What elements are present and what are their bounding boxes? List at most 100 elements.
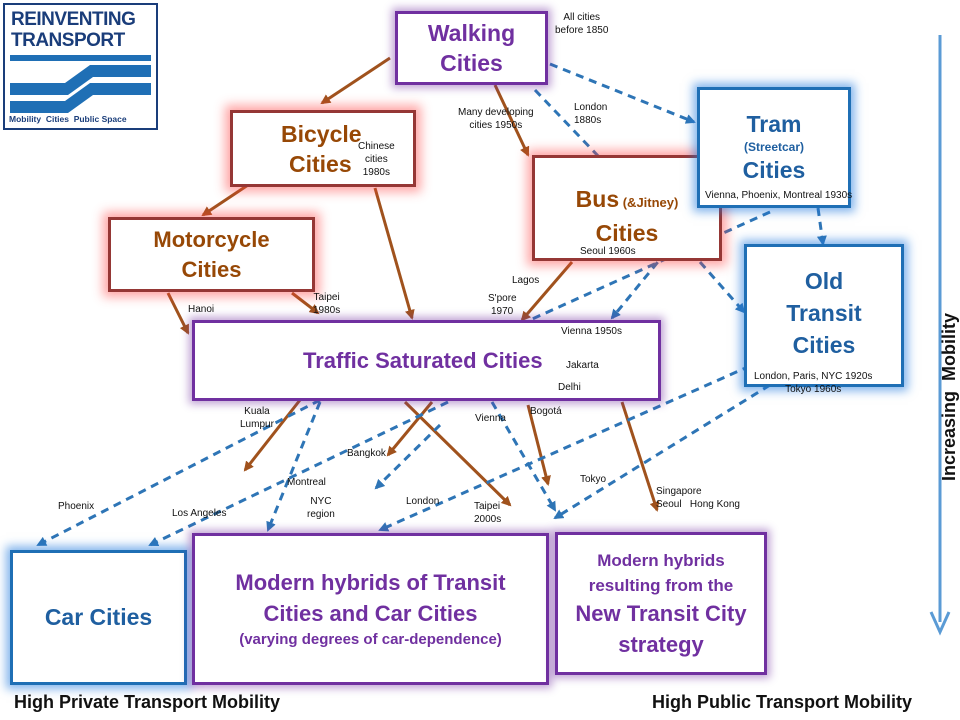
arrow-traffic-car-la <box>148 400 449 547</box>
traffic-title: Traffic Saturated Cities <box>303 347 543 373</box>
walking-line2: Cities <box>440 50 503 76</box>
label-developing-cities: Many developing cities 1950s <box>458 106 534 132</box>
new-transit-line3: New Transit City <box>575 600 747 626</box>
arrow-traffic-hybrid-london <box>374 423 442 490</box>
walking-line1: Walking <box>427 20 516 46</box>
arrow-traffic-hybrid-bangkok <box>386 401 434 457</box>
arrow-old-transit-new <box>553 383 771 520</box>
logo-tagline: Mobility Cities Public Space <box>9 114 127 124</box>
arrow-traffic-hybrid-taipei <box>403 400 512 507</box>
arrow-motorcycle-traffic <box>166 292 190 335</box>
label-nyc-1: NYC <box>310 496 332 507</box>
label-spore-2: 1970 <box>491 306 514 317</box>
bus-cities-box: Bus (&Jitney) Cities <box>532 155 722 261</box>
arrow-tram-old-transit <box>816 207 827 246</box>
label-delhi: Delhi <box>558 382 581 393</box>
label-all-cities-1: All cities <box>563 12 601 23</box>
bicycle-line2: Cities <box>289 150 352 177</box>
arrow-traffic-car-phoenix <box>36 398 321 547</box>
label-all-cities-2: before 1850 <box>555 25 609 36</box>
arrow-traffic-hybrid-montreal <box>266 401 322 532</box>
motorcycle-cities-box: Motorcycle Cities <box>108 217 315 292</box>
arrow-tram-traffic-2 <box>529 210 771 322</box>
arrow-bicycle-traffic <box>373 187 415 320</box>
new-transit-city-box: Modern hybrids resulting from the New Tr… <box>555 532 767 675</box>
arrow-walking-tram <box>549 62 696 124</box>
label-montreal: Montreal <box>287 477 326 488</box>
old-transit-line3: Cities <box>792 332 856 358</box>
increasing-mobility-text-value: Increasing Mobility <box>939 312 959 482</box>
hybrid-line2: Cities and Car Cities <box>263 601 478 626</box>
arrow-old-transit-hybrid <box>378 364 751 532</box>
label-kuala-lumpur: Kuala Lumpur <box>240 405 274 431</box>
old-transit-cities-box: Old Transit Cities <box>744 244 904 387</box>
label-singapore-1: Singapore <box>656 486 702 497</box>
hybrid-line3: (varying degrees of car-dependence) <box>239 631 502 648</box>
label-bogota: Bogotá <box>530 406 562 417</box>
label-old-transit-2: Tokyo 1960s <box>785 384 842 395</box>
hybrid-line1: Modern hybrids of Transit <box>235 570 506 595</box>
label-phoenix: Phoenix <box>58 501 95 512</box>
label-spore: S'pore 1970 <box>488 292 517 318</box>
arrow-bicycle-motorcycle <box>201 183 249 217</box>
arrow-motorcycle-traffic-2 <box>291 291 320 315</box>
label-old-transit: London, Paris, NYC 1920s Tokyo 1960s <box>754 370 872 396</box>
arrow-traffic-car-kl <box>243 399 302 472</box>
label-singapore: Singapore Seoul Hong Kong <box>656 485 740 511</box>
new-transit-line1: Modern hybrids <box>597 550 725 570</box>
label-taipei-2000s: Taipei 2000s <box>474 500 501 526</box>
arrow-traffic-new-vienna <box>490 401 557 512</box>
bicycle-line1: Bicycle <box>281 120 362 147</box>
label-kuala-1: Kuala <box>244 406 270 417</box>
arrow-bus-traffic <box>520 261 574 322</box>
high-private-mobility-label: High Private Transport Mobility <box>14 692 281 712</box>
label-all-cities: All cities before 1850 <box>555 11 608 37</box>
label-chinese-2: cities <box>364 154 388 165</box>
bicycle-cities-box: Bicycle Cities <box>230 110 416 187</box>
label-developing-1: Many developing <box>458 107 534 118</box>
label-seoul: Seoul 1960s <box>580 246 636 257</box>
tram-line2: (Streetcar) <box>743 140 805 154</box>
traffic-saturated-cities-box: Traffic Saturated Cities <box>192 320 661 401</box>
high-public-mobility-label: High Public Transport Mobility <box>652 692 913 712</box>
car-cities-box: Car Cities <box>10 550 187 685</box>
label-vienna-1950s: Vienna 1950s <box>561 326 622 337</box>
new-transit-line4: strategy <box>618 631 704 657</box>
label-chinese-cities: Chinese cities 1980s <box>358 140 395 179</box>
bus-title: Bus <box>575 186 620 212</box>
label-kuala-2: Lumpur <box>240 419 274 430</box>
transit-car-hybrid-box: Modern hybrids of Transit Cities and Car… <box>192 533 549 685</box>
motorcycle-line1: Motorcycle <box>153 226 270 252</box>
arrow-tram-traffic <box>610 207 704 320</box>
label-singapore-2: Seoul Hong Kong <box>656 499 740 510</box>
arrow-traffic-new-bogota <box>526 404 551 486</box>
label-nyc-region: NYC region <box>307 495 335 521</box>
label-taipei00-2: 2000s <box>474 514 502 525</box>
bus-line2: Cities <box>595 220 659 246</box>
label-taipei00-1: Taipei <box>474 501 501 512</box>
label-spore-1: S'pore <box>488 293 517 304</box>
logo-road-graphic <box>5 53 156 118</box>
increasing-mobility-text: Increasing Mobility <box>918 302 959 502</box>
label-tokyo: Tokyo <box>580 474 607 485</box>
label-london-2: 1880s <box>574 115 602 126</box>
label-developing-2: cities 1950s <box>469 120 523 131</box>
label-lagos: Lagos <box>512 275 540 286</box>
tram-line1: Tram <box>746 111 802 137</box>
bus-jitney: (&Jitney) <box>619 195 679 210</box>
tram-line3: Cities <box>742 157 806 183</box>
label-chinese-1: Chinese <box>358 141 395 152</box>
label-vienna: Vienna <box>475 413 506 424</box>
old-transit-line2: Transit <box>786 300 862 326</box>
walking-cities-box: Walking Cities <box>395 11 548 85</box>
label-taipei-1980s: Taipei 1980s <box>313 291 340 317</box>
label-old-transit-1: London, Paris, NYC 1920s <box>754 371 873 382</box>
label-london: London <box>406 496 440 507</box>
logo-title-line2: TRANSPORT <box>11 30 125 51</box>
label-nyc-2: region <box>307 509 335 520</box>
arrow-traffic-new-singapore <box>620 401 660 512</box>
logo-title-line1: REINVENTING <box>11 9 136 30</box>
label-jakarta: Jakarta <box>566 360 599 371</box>
arrow-walking-bus <box>493 84 530 157</box>
